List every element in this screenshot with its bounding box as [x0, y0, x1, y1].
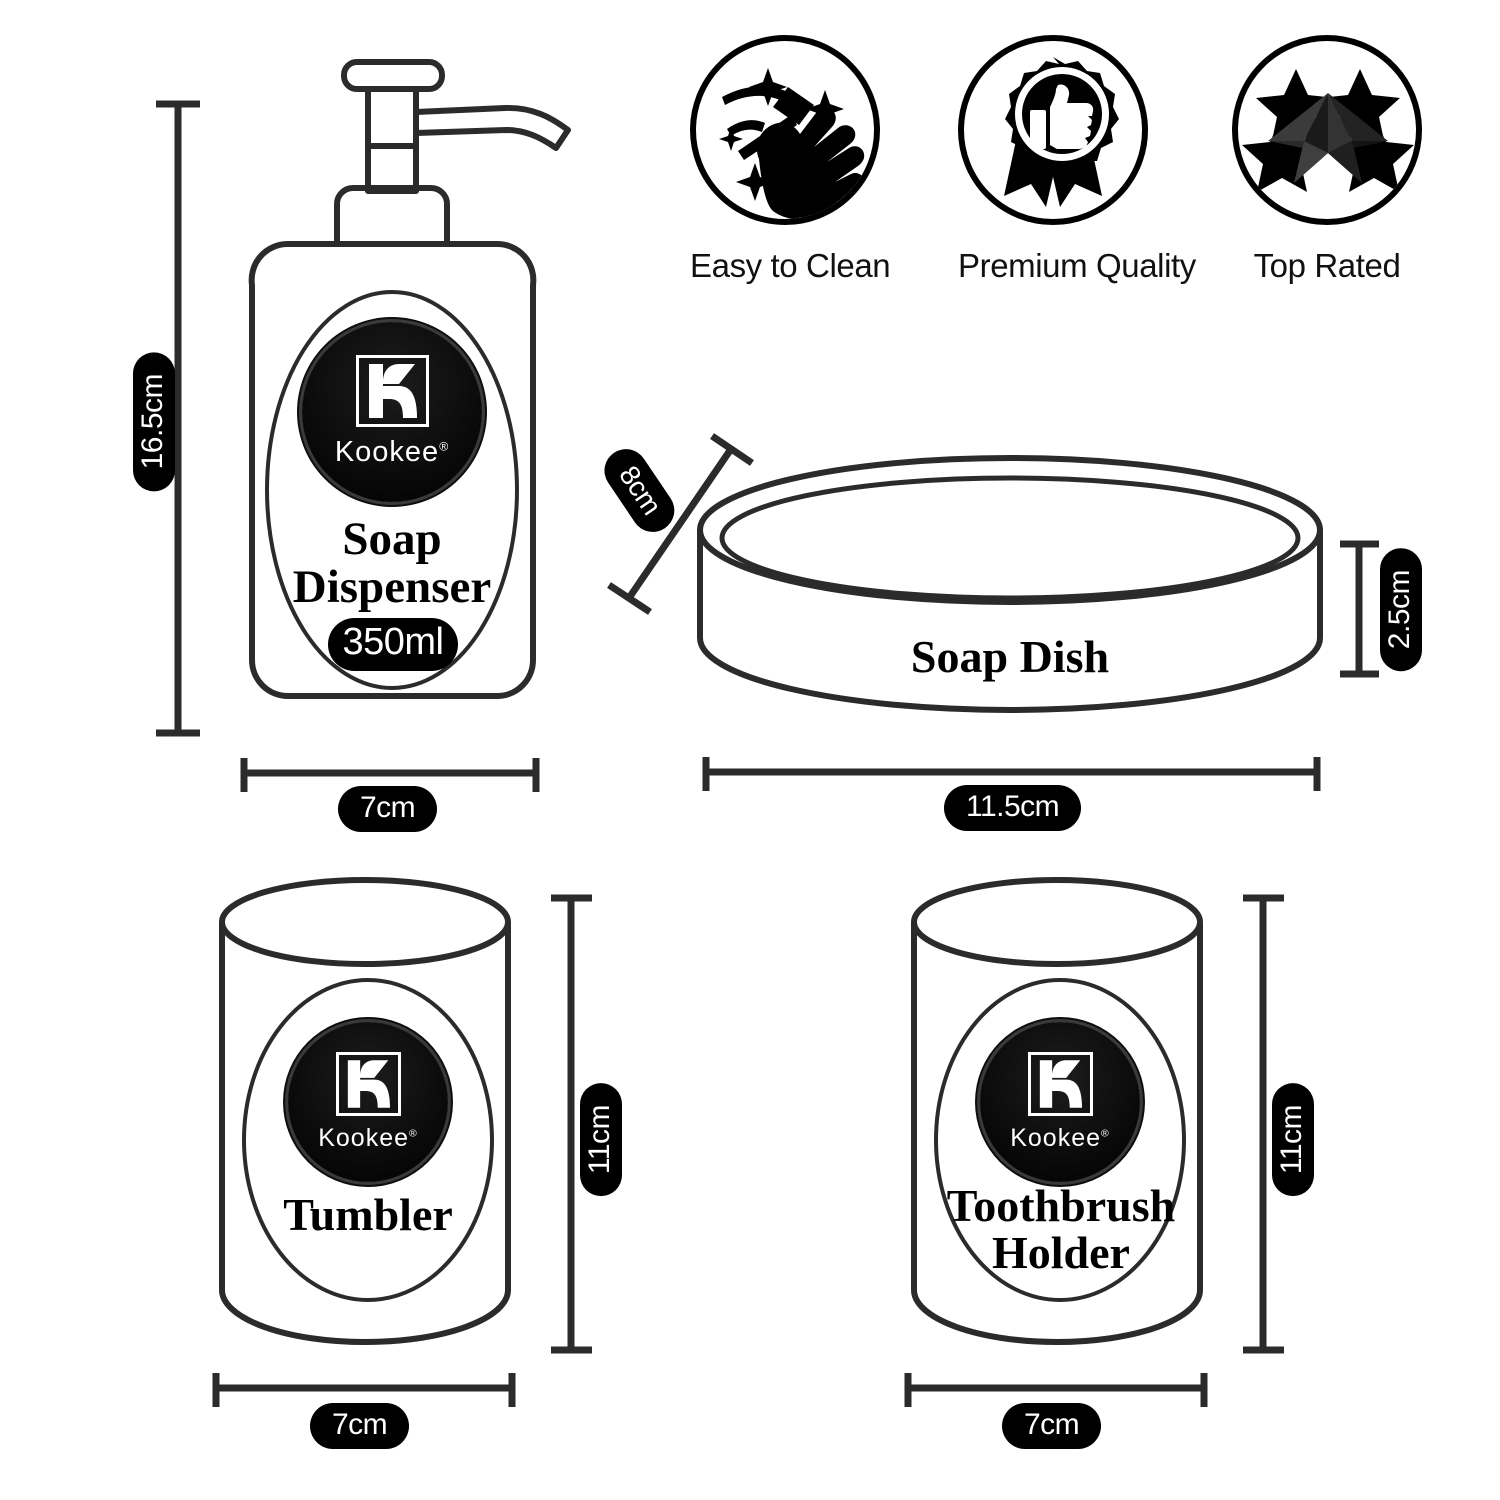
dim-tick-dish-depth-lower [607, 582, 652, 615]
kookee-k-glyph [368, 364, 417, 418]
five-stars-icon [1242, 69, 1414, 192]
pump-top-bar [341, 59, 445, 92]
product-name-tumbler: Tumbler [283, 1189, 453, 1240]
kookee-k-glyph [347, 1059, 390, 1108]
kookee-logo-mark [335, 1051, 401, 1116]
toothbrush-holder-rim [911, 877, 1203, 967]
kookee-wordmark: Kookee® [1010, 1123, 1110, 1152]
dim-tick-dish-depth-upper [710, 433, 754, 466]
toothbrush-holder-label-oval [934, 978, 1186, 1302]
badge-label-easy-to-clean: Easy to Clean [690, 247, 891, 284]
award-ribbon-thumbs-up-icon [1004, 57, 1119, 207]
tumbler-body [219, 922, 511, 1345]
kookee-wordmark: Kookee® [334, 436, 450, 468]
badge-label-premium-quality: Premium Quality [958, 247, 1196, 284]
center-3d-star [1268, 93, 1388, 183]
dispenser-body [248, 240, 537, 699]
dim-line-dish-depth [626, 447, 734, 600]
kookee-emblem-toothbrush-holder: Kookee® [980, 1022, 1140, 1182]
product-name-soap-dish: Soap Dish [910, 631, 1110, 682]
kookee-emblem-dispenser: Kookee® [302, 322, 482, 502]
soap-dish-rim-inner [719, 475, 1301, 601]
dimension-label-dispenser-width: 7cm [338, 786, 438, 832]
dimension-label-tumbler-height: 11cm [580, 1083, 622, 1197]
dimension-label-dispenser-height: 16.5cm [133, 352, 175, 492]
badge-top-rated: Top Rated [1232, 35, 1422, 285]
badge-ring-premium-quality [958, 35, 1148, 225]
dimension-label-dish-height: 2.5cm [1380, 548, 1422, 672]
dimension-label-holder-width: 7cm [1002, 1403, 1102, 1449]
product-name-toothbrush-holder: Toothbrush Holder [946, 1180, 1176, 1278]
badge-label-top-rated: Top Rated [1253, 247, 1401, 284]
kookee-wordmark: Kookee® [318, 1123, 418, 1152]
kookee-emblem-tumbler: Kookee® [288, 1022, 448, 1182]
badge-ring-top-rated [1232, 35, 1422, 225]
sparkle-wipe-hand-icon [719, 68, 865, 219]
dispenser-cap [334, 185, 450, 244]
dimension-label-holder-height: 11cm [1272, 1083, 1314, 1197]
dispenser-label-oval [265, 290, 519, 690]
product-name-soap-dispenser: Soap Dispenser [292, 513, 492, 613]
kookee-logo-mark [1027, 1051, 1093, 1116]
tumbler-label-oval [242, 978, 494, 1302]
pump-stem-upper [365, 90, 419, 149]
tumbler-rim [219, 877, 511, 967]
soap-dish-body [697, 530, 1323, 713]
badge-easy-to-clean: Easy to Clean [690, 35, 891, 285]
badge-ring-easy-to-clean [690, 35, 880, 225]
capacity-badge-350ml: 350ml [328, 618, 458, 671]
badge-premium-quality: Premium Quality [958, 35, 1196, 285]
pump-collar [365, 143, 419, 194]
dimension-label-tumbler-width: 7cm [310, 1403, 410, 1449]
pump-nozzle [413, 104, 571, 151]
dimension-label-dish-width: 11.5cm [944, 785, 1082, 831]
kookee-k-glyph [1039, 1059, 1082, 1108]
toothbrush-holder-body [911, 922, 1203, 1345]
kookee-logo-mark [355, 355, 429, 427]
